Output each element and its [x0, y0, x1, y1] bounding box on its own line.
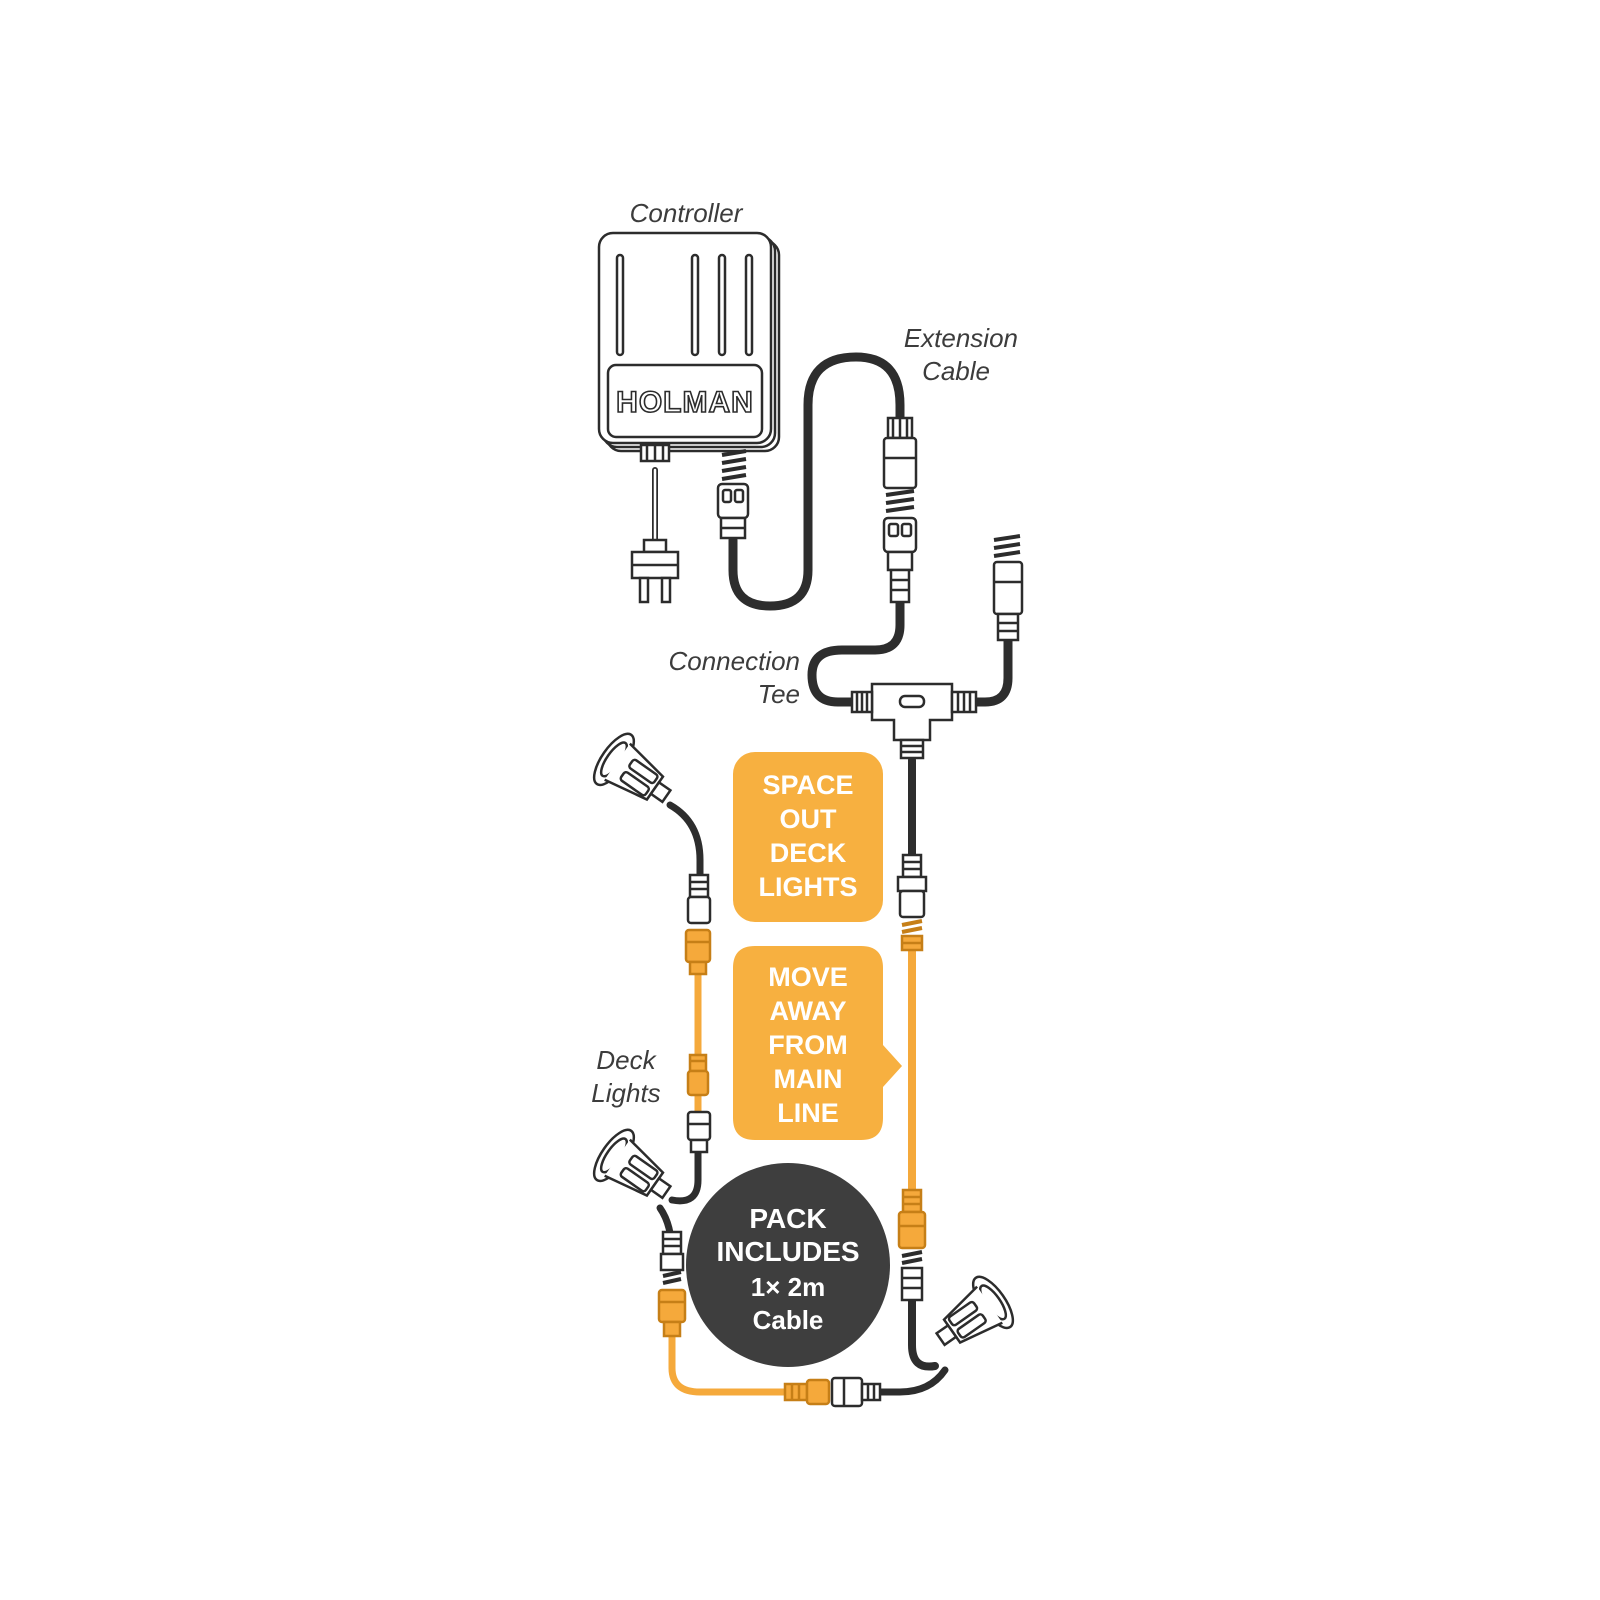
deck-light-3	[934, 1275, 1015, 1347]
move-away-line-3: FROM	[768, 1030, 847, 1060]
pack-line-3: 1× 2m	[751, 1272, 825, 1302]
deck-light-1-cable	[666, 801, 704, 879]
main-line-to-light-cable	[908, 1296, 939, 1371]
deck-light-2	[592, 1128, 673, 1200]
space-out-line-3: DECK	[770, 838, 847, 868]
main-line-connector-upper	[896, 853, 928, 919]
move-away-line-2: AWAY	[769, 996, 846, 1026]
space-out-line-1: SPACE	[762, 770, 853, 800]
pack-line-1: PACK	[749, 1203, 826, 1234]
pack-line-2: INCLUDES	[716, 1236, 859, 1267]
move-away-line-1: MOVE	[768, 962, 848, 992]
orange-connector-left-top	[684, 928, 712, 976]
connection-tee-label-2: Tee	[758, 679, 800, 709]
orange-connector-main-bottom	[897, 1188, 927, 1250]
deck-light-2-connector	[686, 1110, 712, 1154]
deck-light-2-cable	[668, 1146, 702, 1205]
main-line-connector-lower	[900, 1250, 924, 1302]
move-away-line-5: LINE	[777, 1098, 839, 1128]
pack-line-4: Cable	[753, 1305, 824, 1335]
controller-label: Controller	[630, 198, 744, 228]
controller	[597, 231, 781, 463]
extension-connector	[882, 416, 918, 604]
deck-lights-label-2: Lights	[591, 1078, 660, 1108]
space-out-line-4: LIGHTS	[759, 872, 858, 902]
deck-lights-label-1: Deck	[596, 1045, 657, 1075]
connection-tee	[850, 682, 978, 760]
bottom-connector	[830, 1376, 882, 1408]
deck-light-1	[592, 732, 673, 804]
tee-right-branch-cable	[970, 635, 1013, 707]
deck-light-2-out-connector	[659, 1230, 685, 1285]
deck-light-1-connector	[686, 873, 712, 925]
orange-cable-bottom	[668, 1331, 789, 1396]
pack-includes-badge	[686, 1163, 890, 1367]
extension-cable	[728, 352, 905, 611]
end-cap-connector	[992, 534, 1024, 642]
extension-cable-label-1: Extension	[904, 323, 1018, 353]
move-away-callout	[733, 946, 902, 1140]
move-away-line-4: MAIN	[774, 1064, 843, 1094]
space-out-callout	[733, 752, 883, 922]
controller-output-connector	[716, 449, 750, 540]
brand-logo: HOLMAN	[616, 386, 754, 419]
orange-connector-left-mid	[686, 1053, 710, 1097]
space-out-line-2: OUT	[780, 804, 838, 834]
orange-connector-bottom	[783, 1378, 831, 1406]
bottom-to-light-cable	[876, 1366, 949, 1396]
connection-tee-label-1: Connection	[668, 646, 800, 676]
extension-to-tee-cable	[807, 595, 905, 707]
orange-connector-left-bottom	[657, 1288, 687, 1338]
orange-connector-main-top	[900, 919, 924, 952]
power-plug	[630, 538, 680, 604]
extension-cable-label-2: Cable	[922, 356, 990, 386]
